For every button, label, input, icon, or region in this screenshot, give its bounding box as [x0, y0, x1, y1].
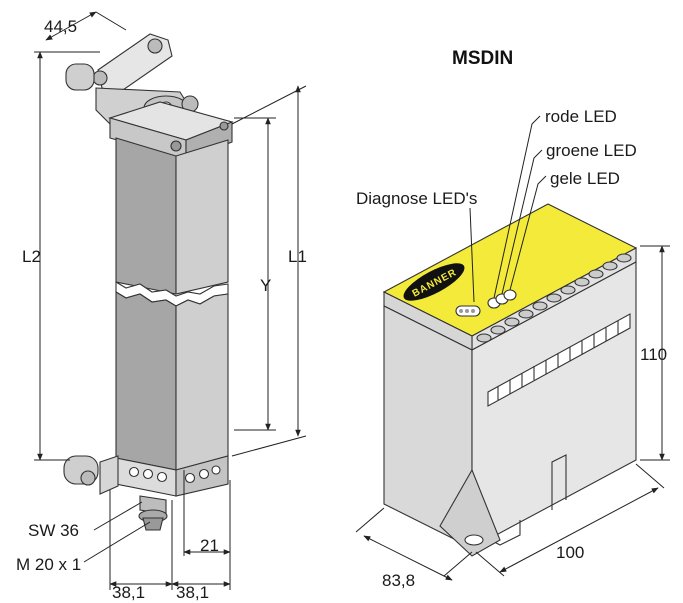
label-38-1-left: 38,1: [112, 583, 145, 602]
terminal-row-top: [476, 253, 632, 343]
label-l2: L2: [22, 247, 41, 266]
label-83-8: 83,8: [382, 571, 415, 590]
label-y: Y: [260, 276, 271, 295]
led-leaders: [469, 115, 547, 303]
label-gele-led: gele LED: [550, 169, 620, 188]
sensor-bar-upper: [115, 137, 229, 307]
sensor-drawing: 44,5 L2 Y L1 SW 36 M 20 x 1 21 38,1 38,1: [16, 11, 307, 602]
label-diagnose-leds: Diagnose LED's: [356, 189, 477, 208]
label-m20x1: M 20 x 1: [16, 555, 81, 574]
module-title: MSDIN: [452, 48, 513, 69]
terminal-slots: [487, 313, 631, 407]
module-drawing: BANNER: [355, 107, 670, 590]
module-dimensions: [355, 245, 670, 581]
diagnose-leds: [455, 305, 481, 317]
label-groene-led: groene LED: [546, 141, 637, 160]
bottom-end-cap: [115, 455, 229, 497]
label-100: 100: [556, 543, 584, 562]
sensor-bar-lower: [115, 291, 229, 471]
label-38-1-right: 38,1: [176, 583, 209, 602]
label-sw36: SW 36: [28, 521, 79, 540]
label-rode-led: rode LED: [545, 107, 617, 126]
bottom-bracket: [63, 455, 168, 531]
module-labels: rode LED groene LED gele LED Diagnose LE…: [356, 107, 667, 590]
sensor-dimension-labels: 44,5 L2 Y L1 SW 36 M 20 x 1 21 38,1 38,1: [16, 17, 307, 602]
label-44-5: 44,5: [44, 17, 77, 36]
label-l1: L1: [288, 247, 307, 266]
label-110: 110: [640, 345, 667, 364]
label-21: 21: [200, 536, 219, 555]
sensor-dimensions: [34, 11, 307, 590]
